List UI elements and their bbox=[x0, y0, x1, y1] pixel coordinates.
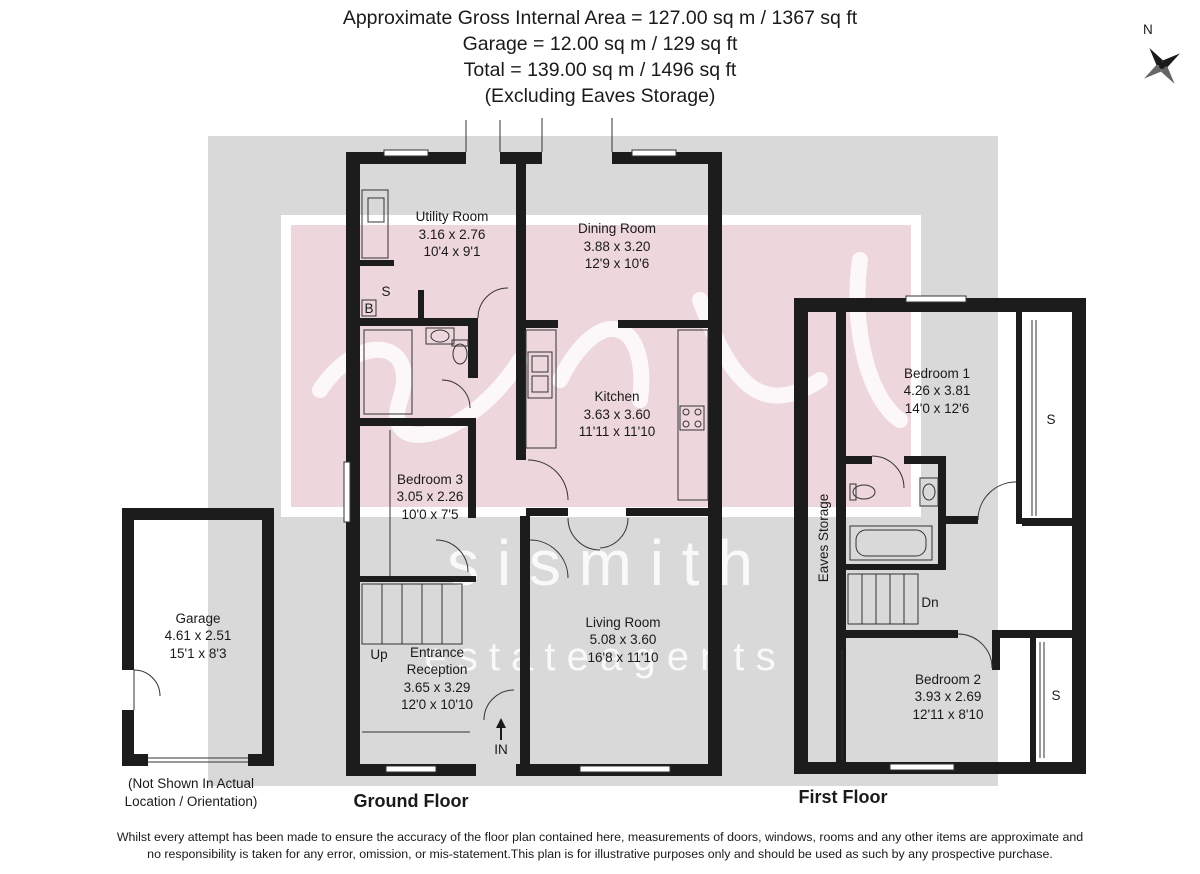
bedroom3-imperial: 10'0 x 7'5 bbox=[402, 507, 459, 522]
garage-labels: Garage 4.61 x 2.51 15'1 x 8'3 (Not Shown… bbox=[125, 611, 258, 809]
disclaimer-line2: no responsibility is taken for any error… bbox=[147, 847, 1053, 861]
ground-floor-walls bbox=[346, 152, 722, 776]
compass-label: N bbox=[1143, 22, 1153, 37]
living-room-metric: 5.08 x 3.60 bbox=[590, 632, 657, 647]
entry-marker: IN bbox=[494, 742, 508, 757]
utility-room-metric: 3.16 x 2.76 bbox=[419, 227, 486, 242]
kitchen-metric: 3.63 x 3.60 bbox=[584, 407, 651, 422]
stairs-down-marker: Dn bbox=[921, 595, 938, 610]
kitchen-name: Kitchen bbox=[594, 389, 639, 404]
entrance-name: Entrance bbox=[410, 645, 464, 660]
eaves-note-line: (Excluding Eaves Storage) bbox=[484, 85, 716, 107]
entrance-metric: 3.65 x 3.29 bbox=[404, 680, 471, 695]
utility-room-imperial: 10'4 x 9'1 bbox=[424, 244, 481, 259]
bedroom2-name: Bedroom 2 bbox=[915, 672, 981, 687]
ground-floor-title: Ground Floor bbox=[354, 791, 469, 811]
living-room-imperial: 16'8 x 11'10 bbox=[588, 650, 659, 665]
bedroom3-metric: 3.05 x 2.26 bbox=[397, 489, 464, 504]
bedroom1-name: Bedroom 1 bbox=[904, 366, 970, 381]
garage-area-line: Garage = 12.00 sq m / 129 sq ft bbox=[462, 33, 738, 55]
ground-floor-labels: Utility Room 3.16 x 2.76 10'4 x 9'1 Dini… bbox=[354, 209, 661, 811]
bedroom1-metric: 4.26 x 3.81 bbox=[904, 383, 971, 398]
bedroom1-imperial: 14'0 x 12'6 bbox=[905, 401, 969, 416]
wardrobe2-marker: S bbox=[1051, 688, 1060, 703]
disclaimer-line1: Whilst every attempt has been made to en… bbox=[116, 830, 1084, 844]
entrance-imperial: 12'0 x 10'10 bbox=[401, 697, 473, 712]
garage-name: Garage bbox=[175, 611, 220, 626]
dining-room-imperial: 12'9 x 10'6 bbox=[585, 256, 649, 271]
total-area-line: Total = 139.00 sq m / 1496 sq ft bbox=[463, 59, 737, 81]
bedroom2-imperial: 12'11 x 8'10 bbox=[913, 707, 984, 722]
garage-note-line2: Location / Orientation) bbox=[125, 794, 258, 809]
first-floor-fixtures bbox=[841, 295, 1045, 771]
bedroom3-name: Bedroom 3 bbox=[397, 472, 463, 487]
first-floor-walls bbox=[794, 298, 1086, 774]
wardrobe1-marker: S bbox=[1046, 412, 1055, 427]
eaves-storage-label: Eaves Storage bbox=[816, 494, 831, 583]
gross-area-line: Approximate Gross Internal Area = 127.00… bbox=[342, 7, 858, 29]
entrance-name2: Reception bbox=[407, 662, 468, 677]
garage-walls bbox=[122, 508, 274, 766]
dining-room-name: Dining Room bbox=[578, 221, 656, 236]
store-marker: S bbox=[381, 284, 390, 299]
first-floor-labels: Bedroom 1 4.26 x 3.81 14'0 x 12'6 Bedroo… bbox=[799, 366, 1061, 807]
living-room-name: Living Room bbox=[585, 615, 660, 630]
dining-room-metric: 3.88 x 3.20 bbox=[584, 239, 651, 254]
stairs-up-marker: Up bbox=[370, 647, 387, 662]
utility-room-name: Utility Room bbox=[416, 209, 489, 224]
kitchen-imperial: 11'11 x 11'10 bbox=[579, 424, 655, 439]
garage-note-line1: (Not Shown In Actual bbox=[128, 776, 254, 791]
watermark-mid-text: s i s m i t h bbox=[447, 527, 753, 599]
garage-metric: 4.61 x 2.51 bbox=[165, 628, 232, 643]
disclaimer: Whilst every attempt has been made to en… bbox=[0, 829, 1200, 863]
compass-icon bbox=[1143, 47, 1181, 85]
ground-floor-fixtures bbox=[343, 118, 709, 773]
boiler-marker: B bbox=[364, 301, 373, 316]
garage-imperial: 15'1 x 8'3 bbox=[170, 646, 227, 661]
first-floor-title: First Floor bbox=[799, 787, 888, 807]
bedroom2-metric: 3.93 x 2.69 bbox=[915, 689, 982, 704]
